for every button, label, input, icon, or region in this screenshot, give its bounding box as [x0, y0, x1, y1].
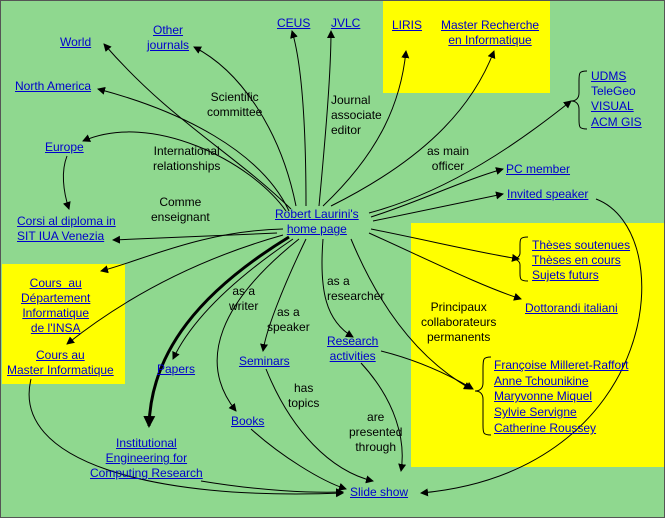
node-collaborator-3[interactable]: Maryvonne Miquel: [494, 389, 593, 403]
label-journal-editor: Journal associate editor: [331, 93, 382, 137]
label-as-a-speaker: as a speaker: [267, 305, 310, 334]
node-slide-show[interactable]: Slide show: [350, 485, 409, 499]
label-comme-enseignant: Comme enseignant: [151, 195, 210, 224]
label-as-main-officer: as main officer: [427, 144, 470, 173]
arrow-to-ceus: [290, 30, 307, 207]
node-institutional[interactable]: Institutional Engineering for Computing …: [90, 436, 203, 480]
node-acmgis[interactable]: ACM GIS: [591, 115, 642, 129]
node-cours-master[interactable]: Cours au Master Informatique: [7, 348, 114, 377]
arrow-to-world: [103, 43, 292, 210]
node-europe[interactable]: Europe: [45, 140, 84, 154]
arrow-books-to-slideshow: [250, 428, 347, 491]
node-center-home-page[interactable]: Robert Laurini's home page: [275, 207, 359, 236]
node-seminars[interactable]: Seminars: [239, 354, 290, 368]
node-collaborator-5[interactable]: Catherine Roussey: [494, 421, 597, 435]
node-master-recherche[interactable]: Master Recherche en Informatique: [441, 18, 540, 47]
node-udms[interactable]: UDMS: [591, 69, 627, 83]
node-invited-speaker[interactable]: Invited speaker: [507, 187, 589, 201]
node-other-journals[interactable]: Other journals: [147, 23, 190, 52]
node-pc-member[interactable]: PC member: [506, 162, 571, 176]
arrow-to-invited-speaker: [372, 191, 504, 222]
node-world[interactable]: World: [60, 35, 92, 49]
bracket-conferences: [570, 70, 588, 130]
node-theses-en-cours[interactable]: Thèses en cours: [532, 253, 621, 267]
arrow-to-corsi: [112, 232, 278, 244]
label-principaux: Principaux collaborateurs permanents: [421, 300, 497, 344]
label-scientific-committee: Scientific committee: [207, 90, 263, 119]
node-collaborator-2[interactable]: Anne Tchounikine: [494, 374, 589, 388]
node-sujets-futurs[interactable]: Sujets futurs: [532, 268, 599, 282]
arrow-to-jvlc: [318, 30, 335, 207]
node-visual[interactable]: VISUAL: [591, 99, 634, 113]
node-books[interactable]: Books: [231, 414, 265, 428]
node-ceus[interactable]: CEUS: [277, 16, 311, 30]
label-as-a-writer: as a writer: [229, 284, 259, 313]
node-papers[interactable]: Papers: [157, 362, 196, 376]
node-telegeo[interactable]: TeleGeo: [591, 84, 636, 98]
node-cours-insa[interactable]: Cours au Département Informatique de l'I…: [21, 276, 91, 335]
label-international: International relationships: [153, 144, 221, 173]
label-are-presented: are presented through: [349, 410, 403, 454]
node-jvlc[interactable]: JVLC: [331, 16, 361, 30]
arrow-to-pc-member: [370, 167, 504, 218]
node-liris[interactable]: LIRIS: [392, 18, 423, 32]
node-collaborator-4[interactable]: Sylvie Servigne: [494, 405, 577, 419]
node-north-america[interactable]: North America: [15, 79, 92, 93]
node-theses-soutenues[interactable]: Thèses soutenues: [532, 238, 631, 252]
node-research-activities[interactable]: Research activities: [327, 334, 379, 363]
arrow-to-other-journals: [193, 46, 297, 207]
node-collaborator-1[interactable]: Françoise Milleret-Raffort: [494, 358, 629, 372]
label-has-topics: has topics: [288, 381, 320, 410]
arrow-europe-to-corsi: [62, 155, 71, 210]
arrow-institutional-to-slideshow: [200, 480, 344, 497]
node-corsi[interactable]: Corsi al diploma in SIT IUA Venezia: [17, 214, 116, 243]
label-as-a-researcher: as a researcher: [327, 274, 385, 303]
node-dottorandi[interactable]: Dottorandi italiani: [525, 301, 618, 315]
arrow-to-cours-insa: [100, 228, 284, 274]
